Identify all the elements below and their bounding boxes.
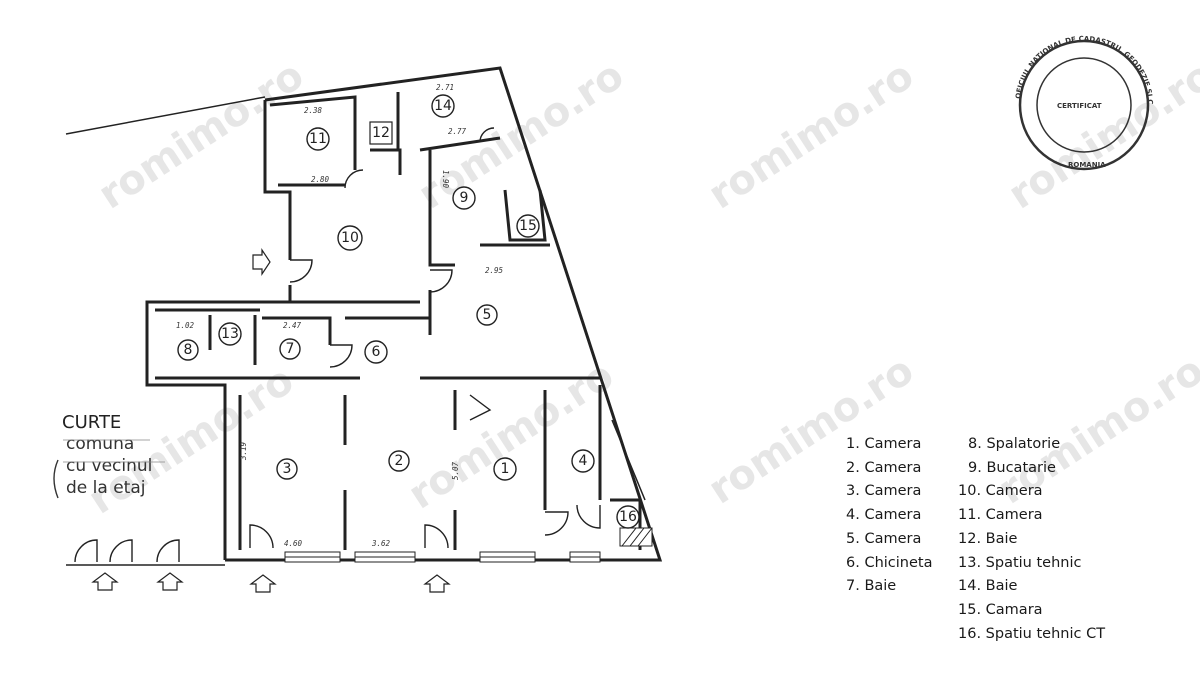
- stamp-country: ROMANIA: [1068, 161, 1106, 169]
- legend-item: 7. Baie: [846, 578, 897, 595]
- legend-item: 9. Bucatarie: [968, 459, 1056, 476]
- watermark: romimo.ro: [1000, 52, 1200, 218]
- svg-text:3: 3: [283, 461, 292, 477]
- legend-item: 10. Camera: [958, 483, 1043, 500]
- svg-text:12: 12: [372, 125, 390, 141]
- svg-text:2.38: 2.38: [304, 106, 323, 115]
- svg-text:1.90: 1.90: [441, 170, 450, 189]
- legend-item: 16. Spatiu tehnic CT: [958, 625, 1106, 642]
- legend-item: 13. Spatiu tehnic: [958, 554, 1082, 571]
- svg-text:1: 1: [501, 461, 510, 477]
- svg-text:10: 10: [341, 230, 359, 246]
- svg-text:3.19: 3.19: [239, 441, 248, 461]
- interior-walls: [155, 92, 646, 550]
- windows: [284, 551, 601, 563]
- legend-item: 12. Baie: [958, 530, 1018, 547]
- yard-line-1: comuna: [66, 434, 134, 454]
- room-marker-11: 11: [306, 127, 330, 151]
- svg-text:11: 11: [309, 131, 327, 147]
- legend-item: 6. Chicineta: [846, 554, 933, 571]
- watermark: romimo.ro: [700, 52, 921, 218]
- access-arrows: [91, 248, 451, 593]
- tech-space-hatch: [619, 527, 653, 547]
- legend-item: 3. Camera: [846, 483, 922, 500]
- room-marker-1: 1: [493, 457, 517, 481]
- legend-item: 4. Camera: [846, 507, 922, 524]
- svg-text:2: 2: [395, 453, 404, 469]
- svg-text:2.71: 2.71: [436, 83, 454, 92]
- svg-text:4.60: 4.60: [284, 539, 303, 548]
- room-marker-14: 14: [431, 94, 455, 118]
- svg-text:8: 8: [184, 342, 193, 358]
- room-legend-right: 8. Spalatorie 9. Bucatarie 10. Camera 11…: [958, 433, 1105, 646]
- svg-text:5.07: 5.07: [451, 461, 460, 480]
- legend-item: 15. Camara: [958, 601, 1043, 618]
- svg-text:16: 16: [619, 509, 637, 525]
- room-marker-15: 15: [516, 214, 540, 238]
- room-marker-4: 4: [571, 449, 595, 473]
- yard-title: CURTE: [62, 412, 121, 433]
- entrance-arrow-icon: [156, 572, 184, 591]
- room-marker-13: 13: [218, 322, 242, 346]
- room-marker-5: 5: [476, 304, 498, 326]
- yard-line-2: cu vecinul: [66, 456, 152, 476]
- legend-item: 14. Baie: [958, 578, 1018, 595]
- doors: [66, 127, 601, 566]
- entrance-arrow-icon: [252, 248, 271, 276]
- svg-text:5: 5: [483, 307, 492, 323]
- yard-note: CURTE comuna cu vecinul de la etaj: [53, 412, 165, 499]
- svg-text:4: 4: [579, 453, 588, 469]
- room-marker-3: 3: [276, 458, 298, 480]
- outer-walls: [145, 66, 663, 562]
- room-marker-2: 2: [388, 450, 410, 472]
- room-marker-12: 12: [369, 121, 393, 145]
- legend-item: 2. Camera: [846, 459, 922, 476]
- svg-text:7: 7: [286, 341, 295, 357]
- room-marker-7: 7: [279, 338, 301, 360]
- room-markers: 11 12 14 9 15 10 5 13 8 7 6 3 2 1 4 16: [177, 94, 640, 529]
- svg-text:2.80: 2.80: [311, 175, 330, 184]
- entrance-arrow-icon: [249, 574, 277, 593]
- room-marker-6: 6: [364, 340, 388, 364]
- svg-text:2.77: 2.77: [448, 127, 467, 136]
- stamp-center: CERTIFICAT: [1057, 102, 1102, 110]
- svg-text:13: 13: [221, 326, 239, 342]
- property-line: [65, 96, 266, 135]
- room-marker-16: 16: [616, 505, 640, 529]
- yard-line-3: de la etaj: [66, 478, 145, 498]
- svg-text:1.02: 1.02: [176, 321, 195, 330]
- svg-text:6: 6: [372, 344, 381, 360]
- svg-text:3.62: 3.62: [371, 539, 391, 548]
- dimension-labels: 2.38 2.71 2.77 2.80 2.47 1.02 2.95 4.60 …: [176, 83, 504, 548]
- legend-item: 8. Spalatorie: [968, 436, 1061, 452]
- svg-text:9: 9: [460, 190, 469, 206]
- room-marker-9: 9: [452, 186, 476, 210]
- entrance-arrow-icon: [91, 572, 119, 591]
- room-marker-8: 8: [177, 339, 199, 361]
- legend-item: 5. Camera: [846, 530, 922, 547]
- svg-text:2.95: 2.95: [485, 266, 504, 275]
- room-marker-10: 10: [337, 225, 363, 251]
- room-legend-left: 1. Camera 2. Camera 3. Camera 4. Camera …: [846, 433, 932, 599]
- legend-item: 1. Camera: [846, 436, 922, 452]
- svg-text:14: 14: [434, 98, 452, 114]
- entrance-arrow-icon: [423, 574, 451, 593]
- legend-item: 11. Camera: [958, 507, 1043, 524]
- svg-text:15: 15: [519, 218, 537, 234]
- svg-text:2.47: 2.47: [283, 321, 302, 330]
